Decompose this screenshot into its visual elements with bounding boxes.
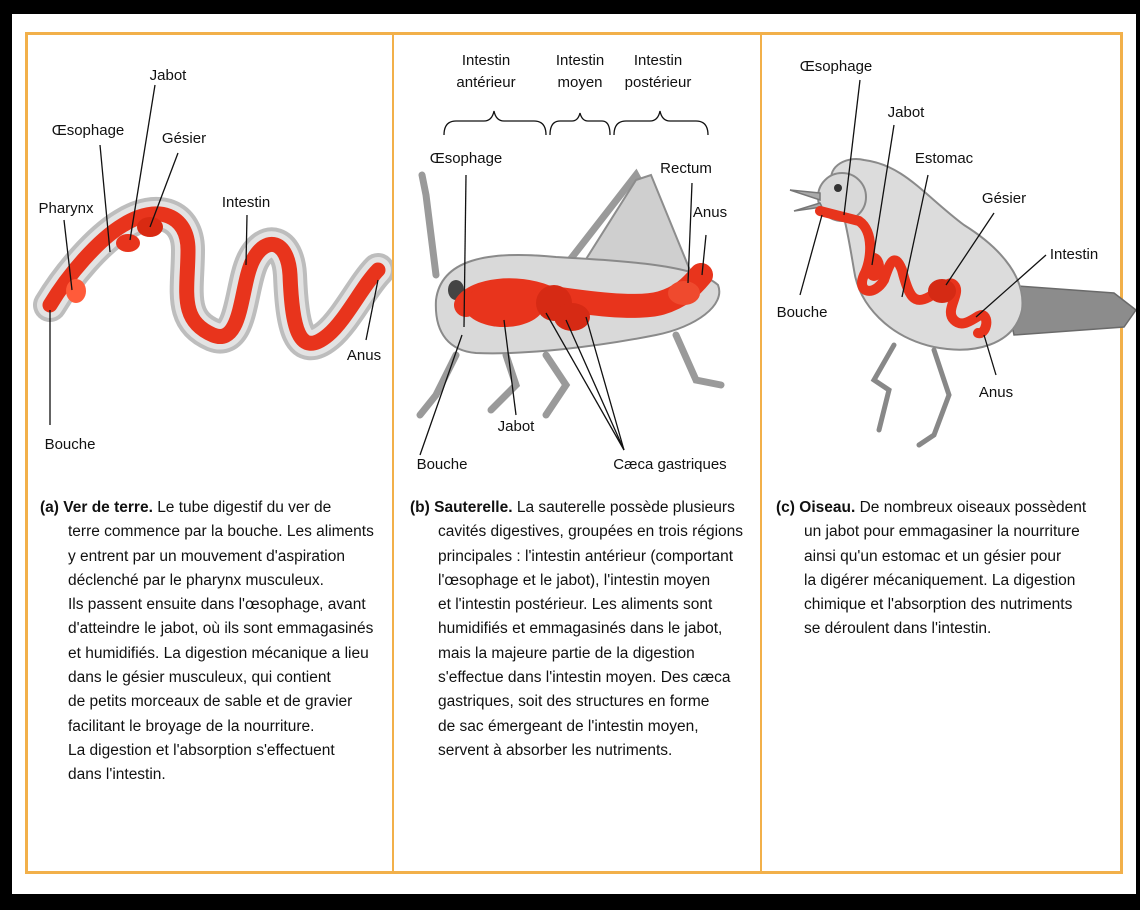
- panel-divider: [392, 35, 394, 871]
- caption-line: Ils passent ensuite dans l'œsophage, ava…: [40, 593, 390, 617]
- label-gesier: Gésier: [162, 130, 206, 147]
- caption-first-line: La sauterelle possède plusieurs: [517, 499, 735, 516]
- grasshopper-figure: Intestin antérieur Intestin moyen Intest…: [396, 35, 760, 485]
- caption-title: Oiseau.: [799, 499, 855, 516]
- grasshopper-caption: (b) Sauterelle. La sauterelle possède pl…: [410, 496, 760, 763]
- caption-first-line: De nombreux oiseaux possèdent: [860, 499, 1087, 516]
- caption-line: un jabot pour emmagasiner la nourriture: [776, 520, 1121, 544]
- caption-line: s'effectue dans l'intestin moyen. Des cæ…: [410, 666, 760, 690]
- caption-line: et humidifiés. La digestion mécanique a …: [40, 642, 390, 666]
- panel-divider: [760, 35, 762, 871]
- label-anus: Anus: [979, 384, 1013, 401]
- caption-line: de petits morceaux de sable et de gravie…: [40, 690, 390, 714]
- caption-line: y entrent par un mouvement d'aspiration: [40, 545, 390, 569]
- label-jabot: Jabot: [888, 104, 926, 121]
- caption-letter: (c): [776, 499, 795, 516]
- caption-line: dans le gésier musculeux, qui contient: [40, 666, 390, 690]
- caption-letter: (b): [410, 499, 430, 516]
- label-intestin: Intestin: [1050, 246, 1098, 263]
- label-bouche: Bouche: [777, 304, 828, 321]
- caption-line: dans l'intestin.: [40, 763, 390, 787]
- label-jabot: Jabot: [150, 67, 188, 84]
- caption-line: ainsi qu'un estomac et un gésier pour: [776, 545, 1121, 569]
- bird-tail: [1004, 285, 1136, 335]
- caption-line: et l'intestin postérieur. Les aliments s…: [410, 593, 760, 617]
- caption-title: Sauterelle.: [434, 499, 512, 516]
- caption-line: principales : l'intestin antérieur (comp…: [410, 545, 760, 569]
- worm-caption: (a) Ver de terre. Le tube digestif du ve…: [40, 496, 390, 788]
- bird-crop: [864, 253, 884, 281]
- caption-letter: (a): [40, 499, 59, 516]
- caption-line: gastriques, soit des structures en forme: [410, 690, 760, 714]
- grasshopper-rectum: [668, 281, 700, 305]
- caption-first-line: Le tube digestif du ver de: [157, 499, 331, 516]
- label-rectum: Rectum: [660, 160, 712, 177]
- caption-line: déclenché par le pharynx musculeux.: [40, 569, 390, 593]
- label-pharynx: Pharynx: [38, 200, 94, 217]
- label-bouche: Bouche: [45, 436, 96, 453]
- label-intestin-anterieur: Intestin: [462, 52, 510, 69]
- caption-title: Ver de terre.: [63, 499, 153, 516]
- label-oesophage: Œsophage: [52, 122, 125, 139]
- label-caeca-gastriques: Cæca gastriques: [613, 456, 726, 473]
- label-moyen: moyen: [557, 74, 602, 91]
- caption-line: cavités digestives, groupées en trois ré…: [410, 520, 760, 544]
- caption-line: La digestion et l'absorption s'effectuen…: [40, 739, 390, 763]
- label-anus: Anus: [693, 204, 727, 221]
- bird-gizzard: [928, 279, 956, 303]
- caption-line: servent à absorber les nutriments.: [410, 739, 760, 763]
- caption-line: humidifiés et emmagasinés dans le jabot,: [410, 617, 760, 641]
- label-posterieur: postérieur: [625, 74, 692, 91]
- caption-line: de sac émergeant de l'intestin moyen,: [410, 715, 760, 739]
- caption-line: mais la majeure partie de la digestion: [410, 642, 760, 666]
- grasshopper-caeca-2: [554, 303, 590, 331]
- caption-line: d'atteindre le jabot, où ils sont emmaga…: [40, 617, 390, 641]
- caption-line: facilitant le broyage de la nourriture.: [40, 715, 390, 739]
- label-oesophage: Œsophage: [800, 58, 873, 75]
- label-intestin: Intestin: [222, 194, 270, 211]
- label-anus: Anus: [347, 347, 381, 364]
- label-bouche: Bouche: [417, 456, 468, 473]
- worm-crop: [116, 234, 140, 252]
- label-anterieur: antérieur: [456, 74, 515, 91]
- label-oesophage: Œsophage: [430, 150, 503, 167]
- worm-figure: Jabot Œsophage Gésier Pharynx Intestin A…: [28, 35, 392, 485]
- worm-pharynx: [66, 279, 86, 303]
- caption-line: se déroulent dans l'intestin.: [776, 617, 1121, 641]
- label-intestin-moyen: Intestin: [556, 52, 604, 69]
- bird-caption: (c) Oiseau. De nombreux oiseaux possèden…: [776, 496, 1121, 642]
- bird-beak: [790, 190, 820, 200]
- label-intestin-posterieur: Intestin: [634, 52, 682, 69]
- caption-line: terre commence par la bouche. Les alimen…: [40, 520, 390, 544]
- label-estomac: Estomac: [915, 150, 974, 167]
- region-braces: [444, 111, 708, 135]
- caption-line: chimique et l'absorption des nutriments: [776, 593, 1121, 617]
- bird-figure: Œsophage Jabot Estomac Gésier Intestin B…: [764, 35, 1136, 485]
- caption-line: l'œsophage et le jabot), l'intestin moye…: [410, 569, 760, 593]
- label-jabot: Jabot: [498, 418, 536, 435]
- caption-line: la digérer mécaniquement. La digestion: [776, 569, 1121, 593]
- label-gesier: Gésier: [982, 190, 1026, 207]
